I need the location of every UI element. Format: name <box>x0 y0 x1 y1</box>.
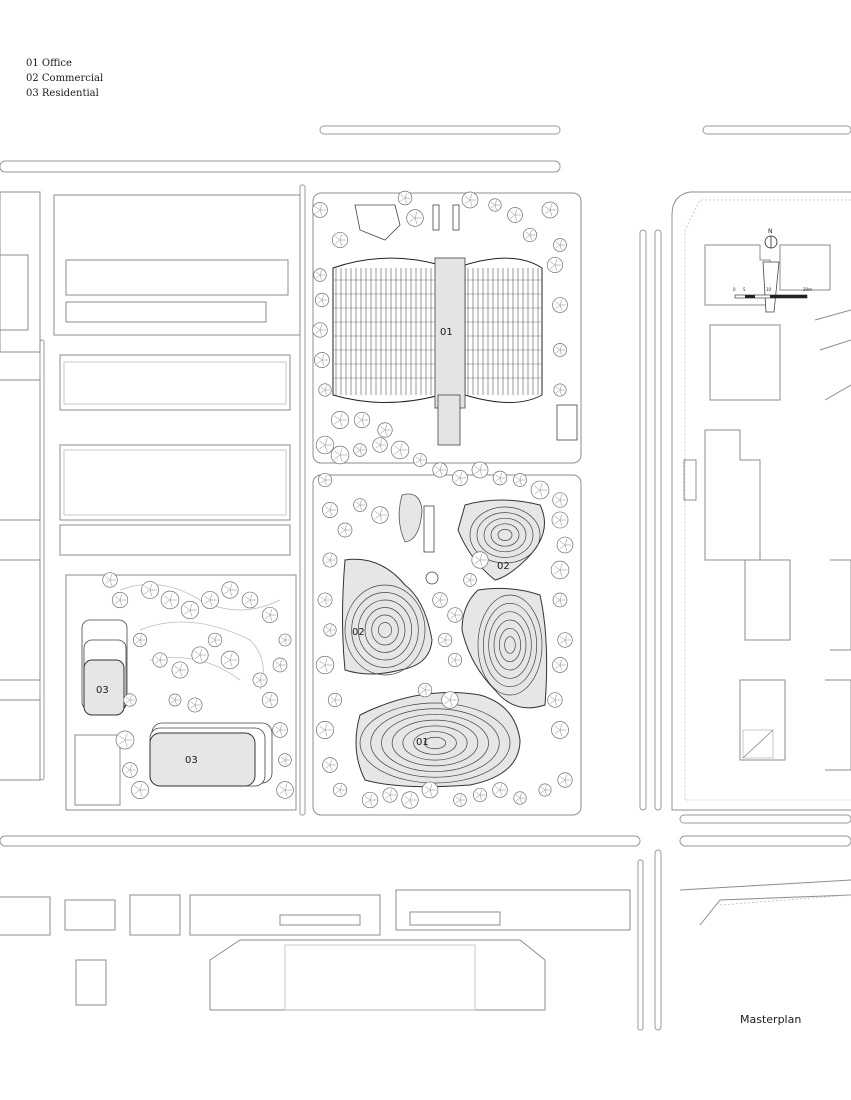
scale-bar: 0 5 10 20m <box>733 287 812 299</box>
label-commercial-west: 02 <box>352 627 365 638</box>
east-blocks <box>671 191 851 811</box>
west-blocks <box>0 191 301 781</box>
legend: 01 Office 02 Commercial 03 Residential <box>26 56 103 101</box>
legend-item-residential: 03 Residential <box>26 88 99 99</box>
south-blocks <box>0 879 851 1011</box>
label-residential-large: 03 <box>185 755 198 766</box>
north-arrow: N <box>762 228 780 313</box>
office-tower-north: 01 <box>332 257 543 446</box>
scale-tick-5: 5 <box>743 287 746 292</box>
commercial-building-east: 02 <box>457 499 548 709</box>
north-label: N <box>768 228 773 235</box>
commercial-building-west: 02 <box>342 558 433 676</box>
scale-tick-10: 10 <box>766 287 772 292</box>
residential-block: 03 03 <box>65 572 297 811</box>
label-office-south: 01 <box>416 737 429 748</box>
office-tower-south: 01 <box>355 692 521 788</box>
label-office-north: 01 <box>440 327 453 338</box>
drawing-caption: Masterplan <box>740 1013 802 1026</box>
label-residential-small: 03 <box>96 685 109 696</box>
residential-tower-large: 03 <box>149 722 273 787</box>
label-commercial-east: 02 <box>497 561 510 572</box>
scale-tick-20m: 20m <box>803 287 812 292</box>
scale-tick-0: 0 <box>733 287 736 292</box>
central-block: 01 02 02 01 <box>312 190 582 816</box>
residential-tower-small: 03 <box>81 619 128 716</box>
road-network <box>0 125 851 1031</box>
legend-item-office: 01 Office <box>26 58 72 69</box>
legend-item-commercial: 02 Commercial <box>26 73 104 84</box>
pavilion <box>354 204 401 241</box>
